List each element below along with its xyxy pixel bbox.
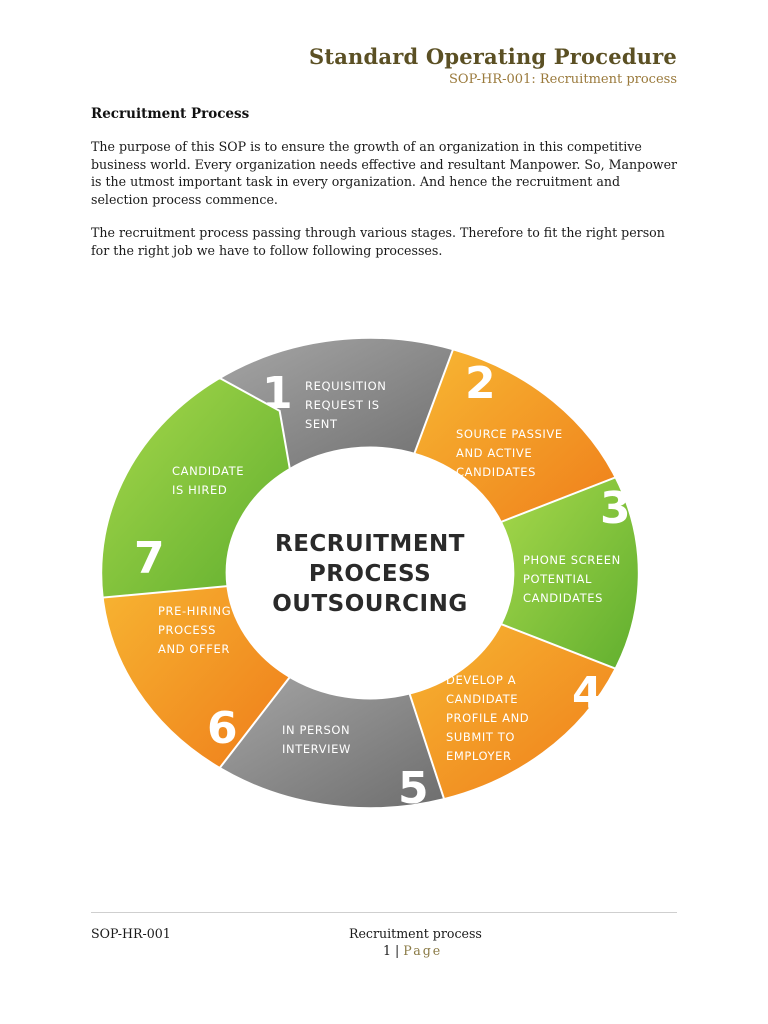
section-heading: Recruitment Process bbox=[91, 106, 250, 122]
page-number: 1 bbox=[383, 943, 392, 958]
step-1-label-line: SENT bbox=[305, 417, 338, 431]
document-subtitle: SOP-HR-001: Recruitment process bbox=[449, 72, 677, 87]
step-4-label-line: SUBMIT TO bbox=[446, 730, 515, 744]
step-number-6: 6 bbox=[207, 703, 238, 754]
step-2-label-line: AND ACTIVE bbox=[456, 446, 532, 460]
center-line-3: OUTSOURCING bbox=[272, 591, 468, 617]
step-3-label-line: PHONE SCREEN bbox=[523, 553, 621, 567]
footer-divider bbox=[91, 912, 677, 913]
step-number-2: 2 bbox=[465, 358, 496, 409]
step-2-label-line: SOURCE PASSIVE bbox=[456, 427, 563, 441]
step-number-5: 5 bbox=[398, 763, 429, 814]
center-line-1: RECRUITMENT bbox=[275, 531, 465, 557]
cycle-segment-7 bbox=[100, 376, 291, 599]
step-6-label-line: AND OFFER bbox=[158, 642, 230, 656]
document-title: Standard Operating Procedure bbox=[308, 44, 677, 69]
step-4-label-line: EMPLOYER bbox=[446, 749, 512, 763]
center-line-2: PROCESS bbox=[309, 561, 431, 587]
step-number-7: 7 bbox=[134, 533, 165, 584]
step-4-label-line: CANDIDATE bbox=[446, 692, 518, 706]
step-1-label-line: REQUEST IS bbox=[305, 398, 380, 412]
footer-code: SOP-HR-001 bbox=[91, 926, 171, 941]
step-5-label-line: IN PERSON bbox=[282, 723, 350, 737]
page-indicator: 1 | Page bbox=[383, 943, 442, 958]
step-7-label-line: IS HIRED bbox=[172, 483, 227, 497]
step-6-label-line: PRE-HIRING bbox=[158, 604, 231, 618]
step-1-label-line: REQUISITION bbox=[305, 379, 386, 393]
stages-paragraph: The recruitment process passing through … bbox=[91, 225, 665, 258]
page-word: Page bbox=[403, 943, 443, 958]
step-7-label-line: CANDIDATE bbox=[172, 464, 244, 478]
center-hub bbox=[258, 461, 482, 685]
step-5-label-line: INTERVIEW bbox=[282, 742, 351, 756]
step-number-4: 4 bbox=[572, 668, 603, 719]
page-separator: | bbox=[395, 943, 400, 958]
step-3-label-line: POTENTIAL bbox=[523, 572, 592, 586]
step-6-label-line: PROCESS bbox=[158, 623, 216, 637]
step-4-label-line: PROFILE AND bbox=[446, 711, 529, 725]
step-number-3: 3 bbox=[600, 483, 631, 534]
footer-title: Recruitment process bbox=[349, 926, 482, 941]
step-3-label-line: CANDIDATES bbox=[523, 591, 603, 605]
step-2-label-line: CANDIDATES bbox=[456, 465, 536, 479]
step-4-label-line: DEVELOP A bbox=[446, 673, 516, 687]
purpose-paragraph: The purpose of this SOP is to ensure the… bbox=[91, 139, 678, 207]
